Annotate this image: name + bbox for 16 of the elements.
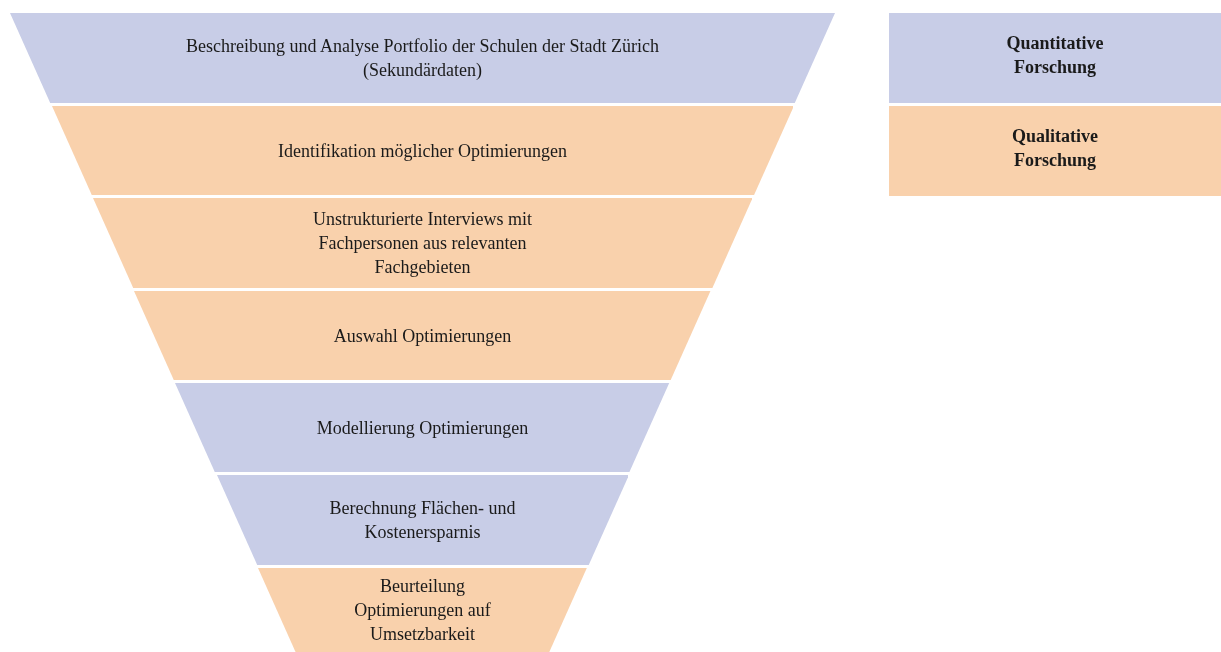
funnel-band (92, 198, 753, 288)
legend-label: Quantitative Forschung (1005, 32, 1105, 79)
band-label: Unstrukturierte Interviews mit Fachpersonen aus relevanten Fachgebieten (312, 208, 533, 279)
funnel-band (134, 291, 711, 380)
band-label: Beschreibung und Analyse Portfolio der Schulen der Stadt Zürich (Sekundärdaten) (185, 35, 660, 82)
band-label: Beurteilung Optimierungen auf Umsetzbarkeit (353, 575, 492, 646)
funnel-band (51, 106, 794, 195)
funnel-band (10, 13, 835, 103)
band-label: Auswahl Optimierungen (333, 324, 512, 348)
funnel-band (216, 475, 629, 565)
legend-label: Qualitative Forschung (1011, 125, 1099, 172)
funnel-band (175, 383, 670, 472)
funnel-band (258, 568, 587, 652)
band-label: Identifikation möglicher Optimierungen (278, 139, 567, 163)
band-label: Berechnung Flächen- und Kostenersparnis (328, 497, 517, 544)
band-label: Modellierung Optimierungen (316, 416, 529, 440)
